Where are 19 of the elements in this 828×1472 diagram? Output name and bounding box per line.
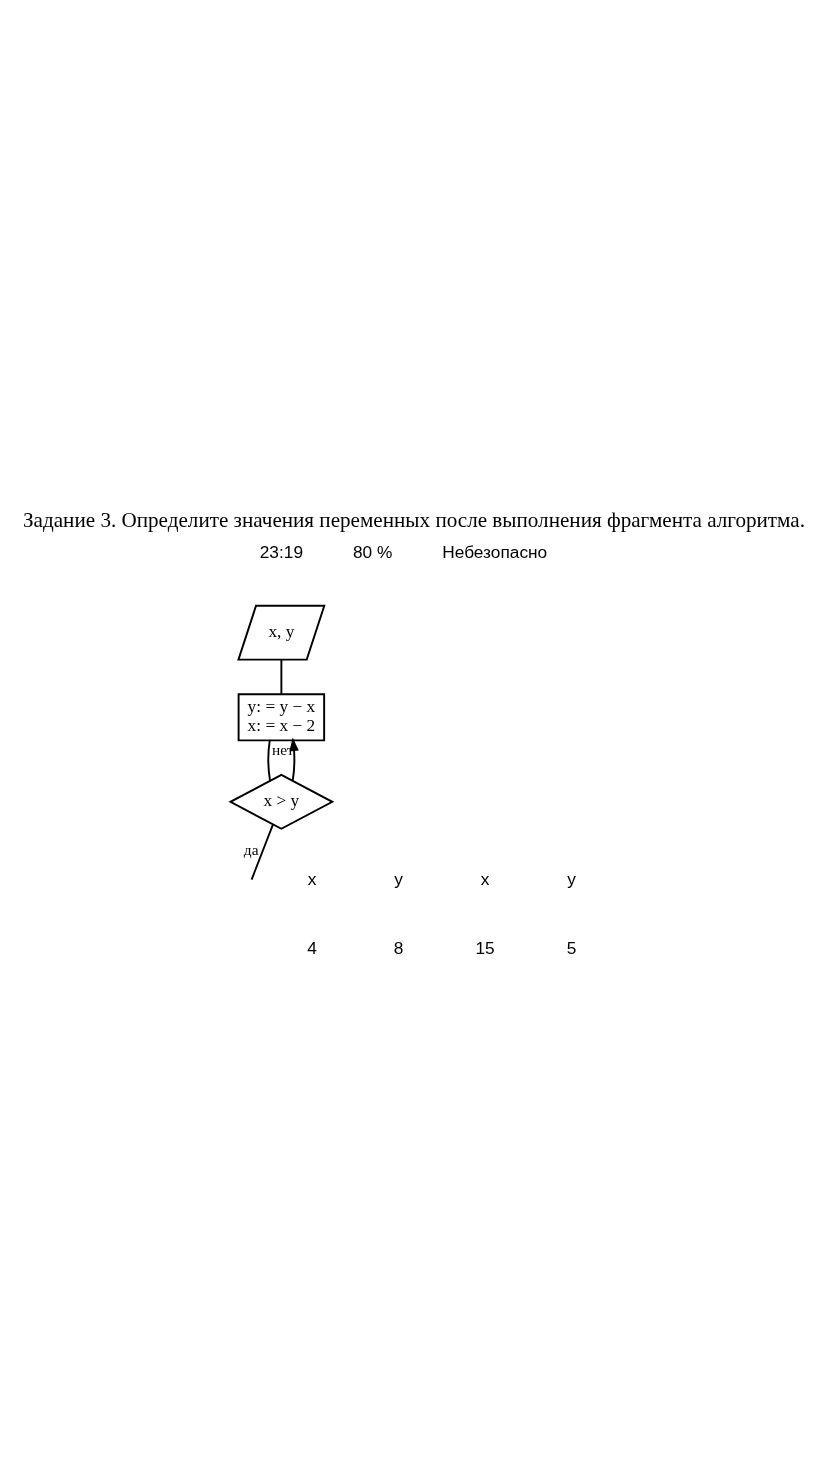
node-box: y: = y − x x: = x − 2: [237, 692, 326, 741]
arrow: [289, 737, 299, 782]
label: Небезопасно: [442, 541, 548, 562]
label: y: [567, 868, 576, 889]
label: y: [394, 868, 403, 889]
label: x: [307, 868, 317, 889]
diagram-title: Задание 3. Определите значения переменных после выполнения фрагмента алгоритма.: [23, 507, 805, 532]
label: 15: [475, 937, 495, 958]
label: 23:19: [259, 541, 303, 562]
connector: [267, 738, 271, 782]
label: 4: [307, 937, 317, 958]
node-diamond: x > y: [228, 773, 335, 830]
connector: [250, 823, 274, 881]
label: 5: [566, 937, 577, 958]
label: x: [480, 868, 490, 889]
edge-label: да: [243, 840, 259, 858]
label: 8: [393, 937, 404, 958]
label: 80 %: [352, 541, 393, 562]
connector: [280, 658, 283, 695]
